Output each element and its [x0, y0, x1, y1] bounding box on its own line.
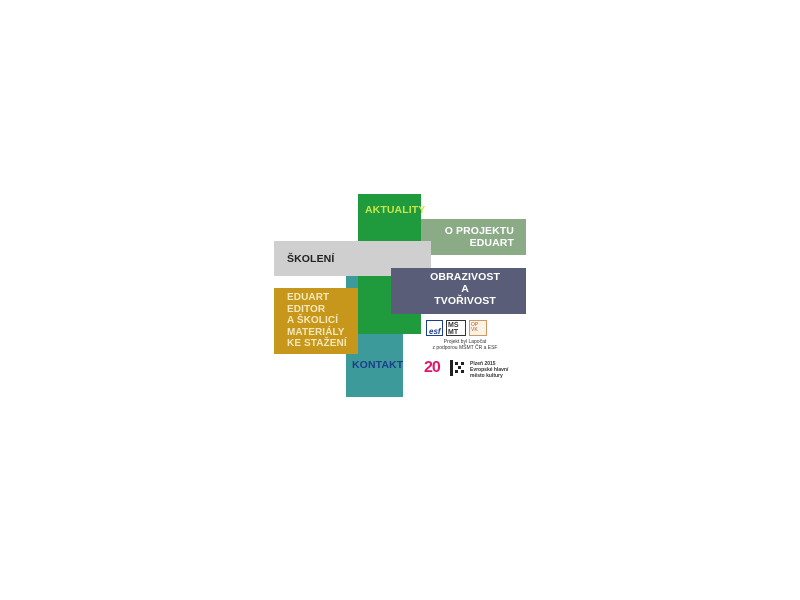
msmt-logo: MŠ MT [446, 320, 466, 336]
esf-logo-text: esf [429, 327, 441, 336]
sponsor-caption: Projekt byl Lapočat z podporou MŠMT ČR a… [432, 339, 498, 351]
menu-label-skoleni: ŠKOLENÍ [287, 253, 335, 265]
esf-logo: esf [426, 320, 443, 336]
plzen-2015-logo: 20 [424, 359, 524, 379]
menu-label-obrazivost: OBRAZIVOST A TVOŘIVOST [430, 271, 500, 307]
menu-label-aktuality: AKTUALITY [365, 204, 426, 216]
menu-tile-obrazivost[interactable]: OBRAZIVOST A TVOŘIVOST [391, 268, 526, 314]
op-vk-logo: OP VK [469, 320, 487, 336]
menu-tile-o-projektu[interactable]: O PROJEKTU EDUART [421, 219, 526, 255]
sponsor-logos: esf MŠ MT OP VK [426, 320, 488, 340]
menu-label-eduart-editor: EDUART EDITOR A ŠKOLICÍ MATERIÁLY KE STA… [287, 292, 347, 349]
plzen-caption: Plzeň 2015 Evropské hlavní město kultury [470, 361, 509, 379]
op-vk-logo-text: OP VK [471, 322, 479, 333]
menu-label-o-projektu: O PROJEKTU EDUART [444, 225, 514, 249]
plzen-logo-number: 20 [424, 359, 441, 376]
msmt-logo-text: MŠ MT [448, 322, 459, 336]
menu-label-kontakt: KONTAKT [352, 359, 404, 371]
plzen-mark-icon [450, 360, 464, 376]
menu-tile-eduart-editor[interactable]: EDUART EDITOR A ŠKOLICÍ MATERIÁLY KE STA… [274, 288, 358, 354]
